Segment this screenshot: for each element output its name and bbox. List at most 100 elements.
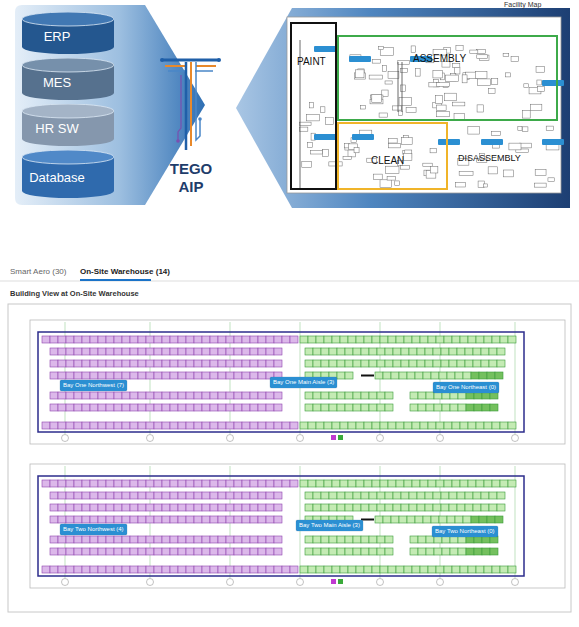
rack-cell <box>154 372 162 379</box>
rack-cell <box>122 348 130 355</box>
rack-cell <box>106 360 114 367</box>
rack-cell <box>106 392 114 399</box>
rack-cell <box>194 372 202 379</box>
rack-cell <box>250 566 258 573</box>
rack-cell <box>479 516 487 523</box>
logo-stroke <box>162 59 219 62</box>
rack-cell <box>210 536 218 543</box>
rack-cell <box>274 360 282 367</box>
building-outline <box>38 476 524 576</box>
equipment-shape <box>462 75 467 83</box>
rack-cell <box>471 372 479 379</box>
equipment-shape <box>395 181 400 186</box>
rack-cell <box>90 536 98 543</box>
rack-cell <box>420 566 428 573</box>
rack-cell <box>274 480 282 487</box>
rack-cell <box>401 360 409 367</box>
rack-cell <box>74 548 82 555</box>
rack-cell <box>423 516 431 523</box>
rack-cell <box>305 392 313 399</box>
map-tag <box>481 139 503 145</box>
rack-cell <box>348 336 356 343</box>
rack-cell <box>218 404 226 411</box>
map-tag <box>352 134 374 140</box>
rack-cell <box>380 566 388 573</box>
logo-dot <box>176 139 180 143</box>
rack-cell <box>274 336 282 343</box>
equipment-shape <box>385 81 392 84</box>
equipment-shape <box>459 172 473 176</box>
rack-cell <box>226 504 234 511</box>
equipment-shape <box>430 166 438 173</box>
rack-cell <box>146 566 154 573</box>
rack-cell <box>226 348 234 355</box>
rack-cell <box>202 372 210 379</box>
rack-cell <box>473 504 481 511</box>
rack-cell <box>98 548 106 555</box>
rack-cell <box>364 480 372 487</box>
rack-cell <box>146 422 154 429</box>
equipment-shape <box>387 177 395 180</box>
rack-cell <box>74 566 82 573</box>
rack-cell <box>138 392 146 399</box>
rack-cell <box>50 492 58 499</box>
rack-cell <box>393 492 401 499</box>
rack-cell <box>308 422 316 429</box>
rack-cell <box>98 480 106 487</box>
rack-cell <box>345 504 353 511</box>
rack-cell <box>258 372 266 379</box>
rack-cell <box>321 536 329 543</box>
rack-cell <box>210 492 218 499</box>
rack-cell <box>106 516 114 523</box>
rack-cell <box>484 480 492 487</box>
grid-bubble <box>227 579 234 586</box>
rack-cell <box>274 348 282 355</box>
rack-cell <box>337 536 345 543</box>
rack-cell <box>369 504 377 511</box>
rack-cell <box>449 348 457 355</box>
rack-cell <box>434 548 442 555</box>
zone-name: ASSEMBLY <box>413 53 466 64</box>
logo-stroke <box>185 62 188 150</box>
rack-cell <box>348 422 356 429</box>
rack-cell <box>138 566 146 573</box>
rack-cell <box>329 404 337 411</box>
rack-cell <box>58 392 66 399</box>
rack-cell <box>218 422 226 429</box>
database-cylinder: ERP <box>22 12 114 54</box>
rack-cell <box>476 480 484 487</box>
bay-name: Bay One Main Aisle (3) <box>273 379 334 386</box>
rack-cell <box>114 392 122 399</box>
logo-stroke <box>196 62 200 140</box>
rack-cell <box>90 492 98 499</box>
rack-cell <box>98 492 106 499</box>
rack-cell <box>380 422 388 429</box>
rack-cell <box>170 536 178 543</box>
rack-cell <box>178 480 186 487</box>
rack-cell <box>458 548 466 555</box>
equipment-shape <box>433 70 442 78</box>
rack-cell <box>98 504 106 511</box>
rack-cell <box>412 422 420 429</box>
rack-cell <box>393 348 401 355</box>
rack-cell <box>433 504 441 511</box>
rack-cell <box>202 348 210 355</box>
rack-cell <box>58 336 66 343</box>
equipment-shape <box>423 163 432 166</box>
equipment-shape <box>355 70 364 78</box>
rack-cell <box>329 348 337 355</box>
rack-cell <box>218 360 226 367</box>
rack-cell <box>420 422 428 429</box>
rack-cell <box>146 504 154 511</box>
rack-cell <box>194 492 202 499</box>
map-tag <box>542 139 564 145</box>
rack-cell <box>66 504 74 511</box>
rack-cell <box>178 372 186 379</box>
rack-cell <box>361 548 369 555</box>
rack-cell <box>321 360 329 367</box>
rack-cell <box>458 404 466 411</box>
rack-cell <box>178 422 186 429</box>
rack-cell <box>242 422 250 429</box>
plan-frame <box>30 320 565 444</box>
equipment-shape <box>369 75 383 79</box>
